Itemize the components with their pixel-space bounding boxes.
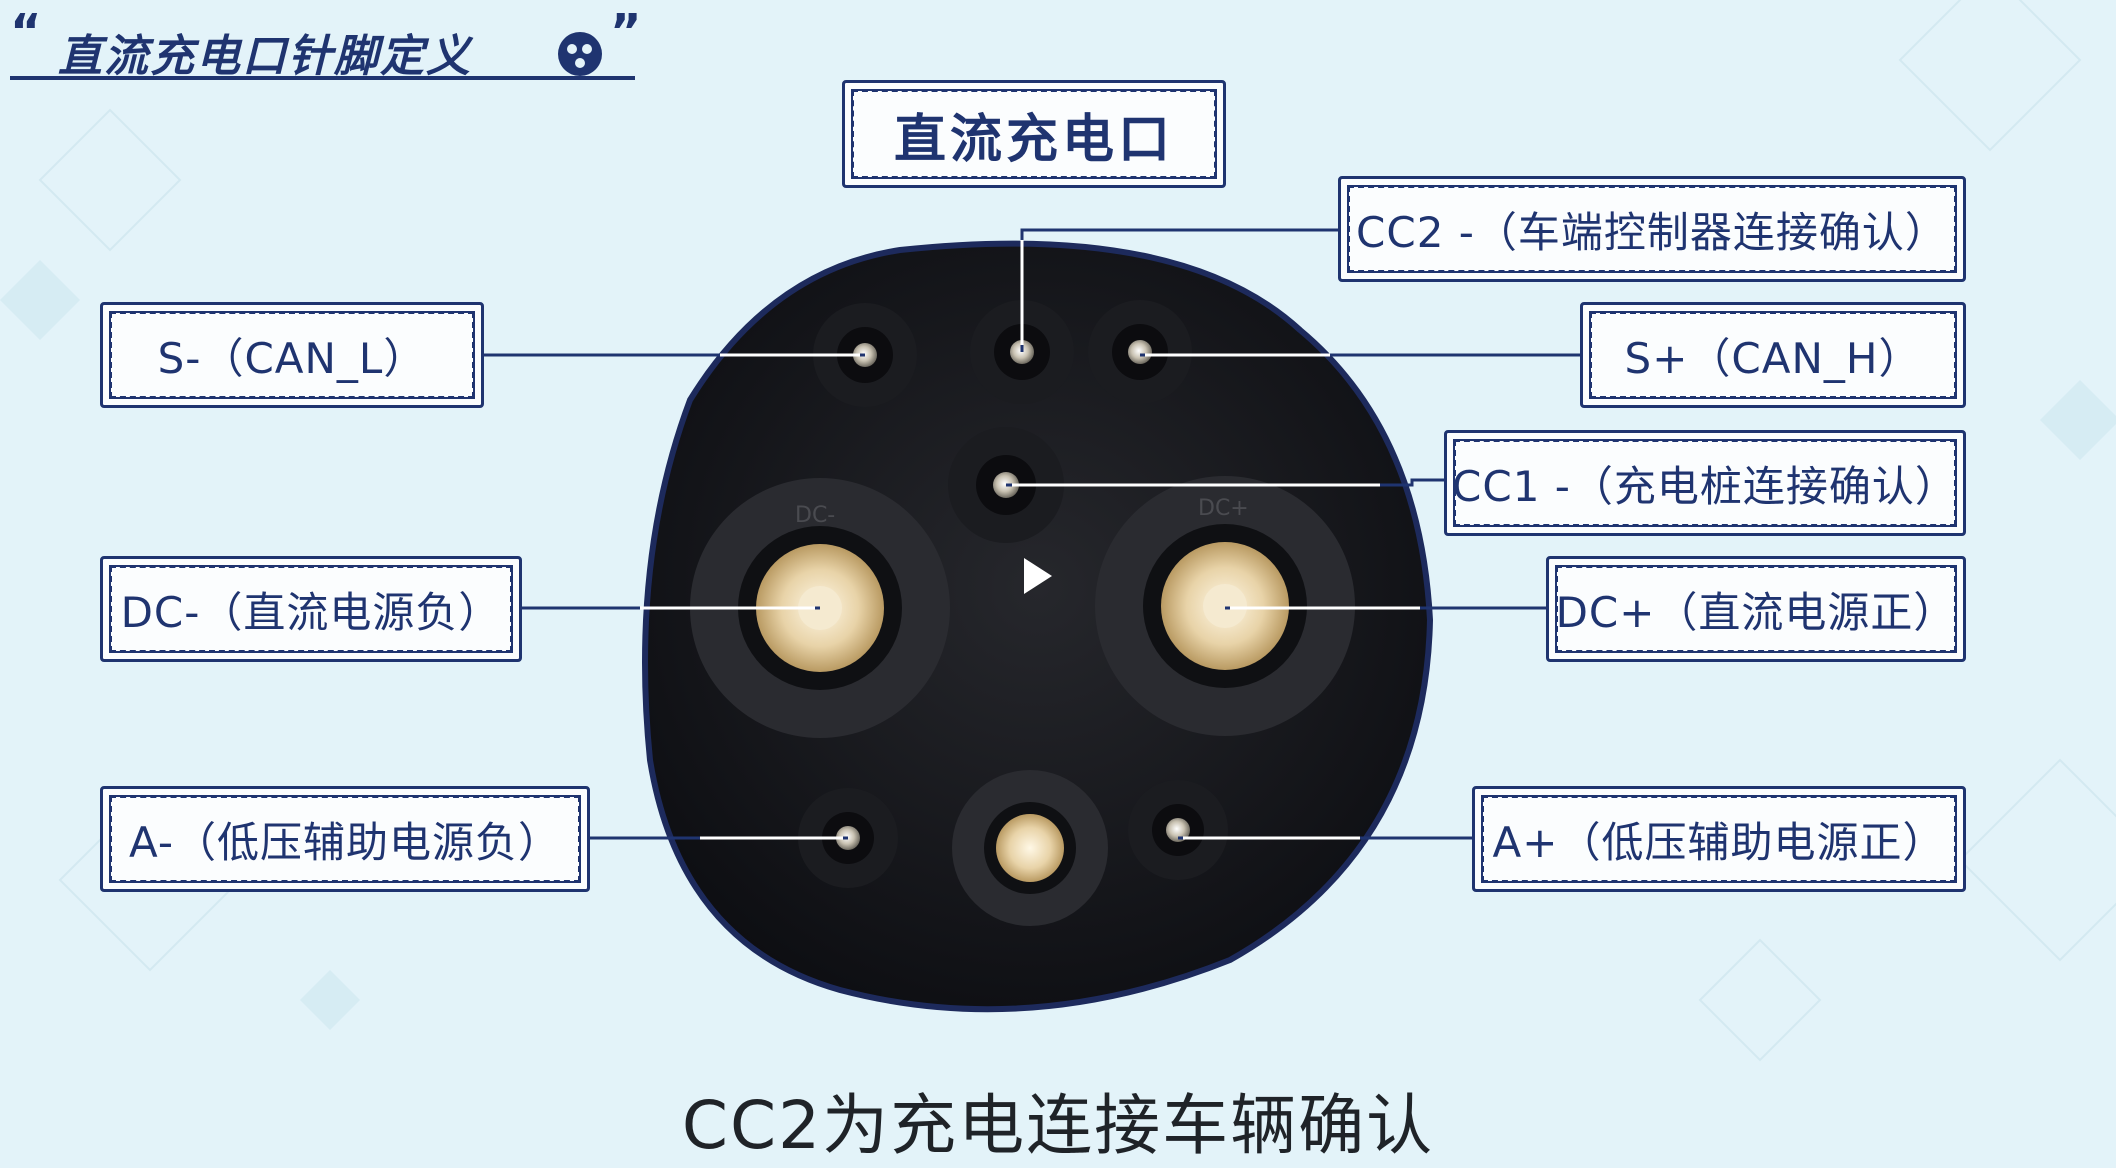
label-cc2-text: CC2 -（车端控制器连接确认） xyxy=(1356,199,1948,260)
label-cc1-text: CC1 -（充电桩连接确认） xyxy=(1452,453,1958,514)
label-s-plus-text: S+（CAN_H） xyxy=(1625,325,1922,386)
play-icon[interactable] xyxy=(1024,558,1052,594)
label-s-minus: S-（CAN_L） xyxy=(100,302,484,408)
label-dc-minus: DC-（直流电源负） xyxy=(100,556,522,662)
label-a-minus: A-（低压辅助电源负） xyxy=(100,786,590,892)
label-s-plus: S+（CAN_H） xyxy=(1580,302,1966,408)
label-dc-plus: DC+（直流电源正） xyxy=(1546,556,1966,662)
dc-charging-port-header: 直流充电口 xyxy=(842,80,1226,188)
label-cc2: CC2 -（车端控制器连接确认） xyxy=(1338,176,1966,282)
label-a-plus: A+（低压辅助电源正） xyxy=(1472,786,1966,892)
label-cc1: CC1 -（充电桩连接确认） xyxy=(1444,430,1966,536)
label-a-plus-text: A+（低压辅助电源正） xyxy=(1493,809,1946,870)
label-s-minus-text: S-（CAN_L） xyxy=(158,325,427,386)
label-a-minus-text: A-（低压辅助电源负） xyxy=(129,809,561,870)
header-label: 直流充电口 xyxy=(894,97,1174,172)
label-dc-minus-text: DC-（直流电源负） xyxy=(121,579,502,640)
label-dc-plus-text: DC+（直流电源正） xyxy=(1556,579,1957,640)
subtitle-caption: CC2为充电连接车辆确认 xyxy=(0,1072,2116,1168)
